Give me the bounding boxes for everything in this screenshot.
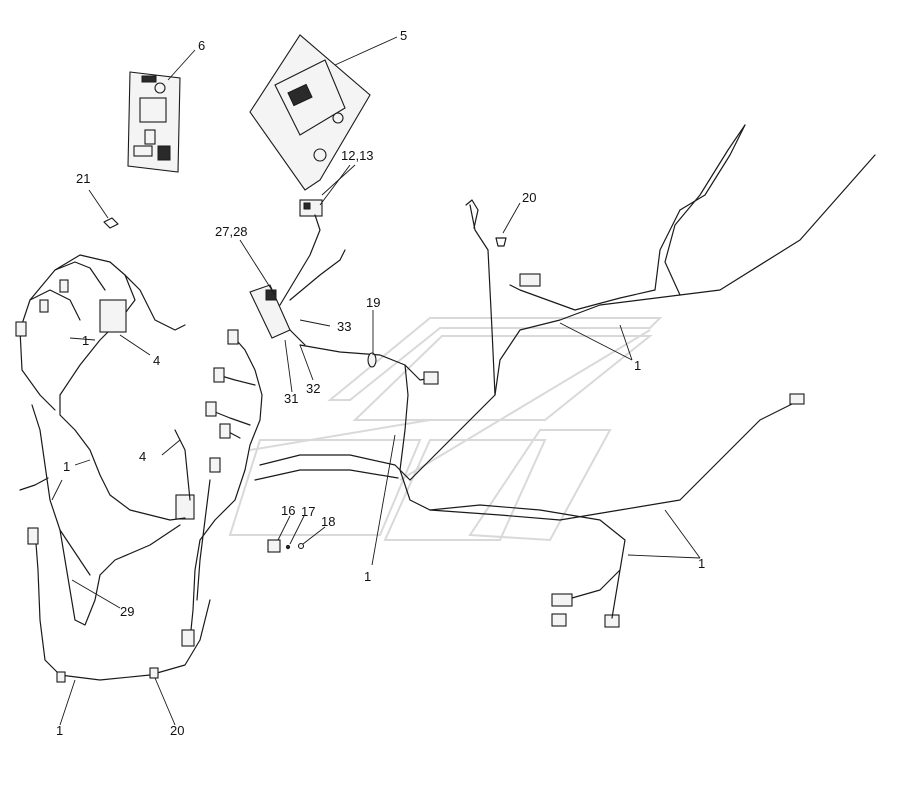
relay-panel-part-6 [127, 71, 181, 173]
callout-1-upper-left: 1 [82, 333, 89, 348]
callout-4-lower: 4 [139, 449, 146, 464]
callout-4-upper: 4 [153, 353, 160, 368]
callout-6: 6 [198, 38, 205, 53]
callout-20-lower: 20 [170, 723, 184, 738]
callout-19: 19 [366, 295, 380, 310]
callout-1-right-lower: 1 [698, 556, 705, 571]
harness-wires [15, 124, 876, 683]
callout-1-right-upper: 1 [634, 358, 641, 373]
callout-17: 17 [301, 504, 315, 519]
callout-1-center: 1 [364, 569, 371, 584]
callout-1-left-mid: 1 [63, 459, 70, 474]
clip-part-20-upper [495, 237, 507, 247]
ecu-plate-part-5 [249, 34, 371, 191]
callout-32: 32 [306, 381, 320, 396]
callout-5: 5 [400, 28, 407, 43]
callout-12-13: 12,13 [341, 148, 374, 163]
connector-part-12-13 [299, 199, 323, 217]
callout-18: 18 [321, 514, 335, 529]
watermark-logo [228, 317, 663, 542]
callout-27-28: 27,28 [215, 224, 248, 239]
leader-lines [51, 36, 701, 726]
callout-20-upper: 20 [522, 190, 536, 205]
callout-33: 33 [337, 319, 351, 334]
clip-part-21 [103, 217, 119, 229]
callout-16: 16 [281, 503, 295, 518]
callout-labels: 6 5 12,13 21 20 27,28 19 33 1 4 1 32 31 … [56, 28, 705, 738]
callout-31: 31 [284, 391, 298, 406]
callout-1-bottom: 1 [56, 723, 63, 738]
callout-29: 29 [120, 604, 134, 619]
callout-21: 21 [76, 171, 90, 186]
